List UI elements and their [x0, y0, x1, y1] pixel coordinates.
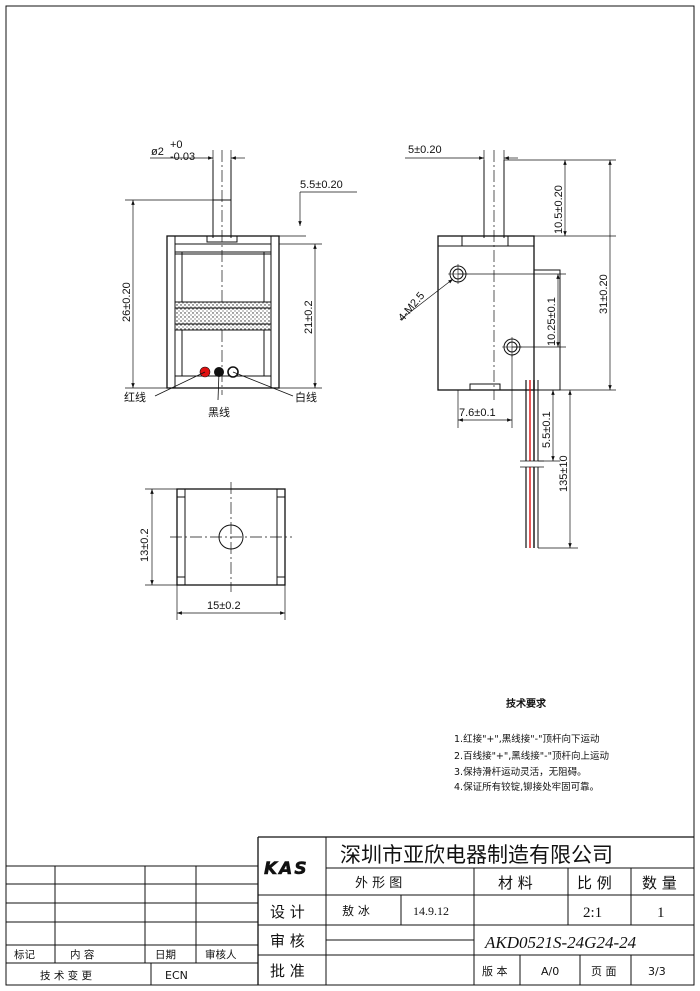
- dim-7-6: 7.6±0.1: [459, 407, 496, 419]
- company-name: 深圳市亚欣电器制造有限公司: [340, 843, 613, 867]
- dim-10-5: 10.5±0.20: [553, 185, 565, 234]
- dim-31: 31±0.20: [598, 274, 610, 314]
- drawing-type: 外 形 图: [355, 876, 402, 891]
- page-label: 页 面: [591, 965, 617, 978]
- rev-content-label: 内 容: [70, 948, 95, 961]
- designer-name: 敖 冰: [342, 903, 370, 918]
- dim-diameter: ø2: [151, 146, 164, 158]
- sheet-border: [5, 5, 695, 986]
- side-view: [437, 150, 561, 400]
- dim-13: 13±0.2: [139, 528, 151, 562]
- dim-15: 15±0.2: [207, 600, 241, 612]
- note-2: 2.百线接"+",黑线接"-"顶杆向上运动: [454, 750, 609, 762]
- design-label: 设 计: [270, 903, 305, 921]
- version-label: 版 本: [482, 964, 508, 978]
- dim-diameter-tol-dn: -0.03: [170, 151, 195, 163]
- black-wire-label: 黑线: [208, 405, 230, 419]
- red-wire-label: 红线: [124, 390, 146, 404]
- qty-label: 数 量: [642, 874, 677, 892]
- material-label: 材 料: [498, 874, 533, 892]
- approve-label: 批 准: [270, 962, 305, 980]
- dim-5-5: 5.5±0.20: [300, 179, 343, 191]
- front-view: [166, 150, 280, 395]
- rev-reviewer-label: 审核人: [205, 948, 237, 961]
- page-value: 3/3: [648, 965, 666, 978]
- note-4: 4.保证所有铰锭,铆接处牢固可靠。: [454, 781, 599, 793]
- dim-21: 21±0.2: [303, 300, 315, 334]
- note-3: 3.保持滑杆运动灵活，无阻碍。: [454, 766, 587, 778]
- note-1: 1.红接"+",黑线接"-"顶杆向下运动: [454, 733, 599, 745]
- rev-mark-label: 标记: [14, 949, 35, 961]
- dim-5-5b: 5.5±0.1: [541, 411, 553, 448]
- dim-26: 26±0.20: [121, 282, 133, 322]
- dim-5: 5±0.20: [408, 144, 442, 156]
- review-label: 审 核: [270, 932, 305, 950]
- title-block-grid: [6, 836, 694, 985]
- scale-label: 比 例: [577, 874, 612, 892]
- dim-10-25: 10.25±0.1: [546, 297, 558, 346]
- scale-value: 2:1: [583, 905, 602, 921]
- qty-value: 1: [657, 905, 665, 921]
- company-logo: KAS: [264, 859, 309, 879]
- dim-diameter-tol-up: +0: [170, 139, 183, 151]
- dim-m25: 4-M2.5: [396, 290, 427, 324]
- rev-change-label: 技 术 变 更: [40, 969, 93, 982]
- part-number: AKD0521S-24G24-24: [484, 933, 637, 952]
- rev-ecn-label: ECN: [165, 969, 188, 982]
- white-wire-label: 白线: [295, 390, 317, 404]
- design-date: 14.9.12: [413, 904, 449, 918]
- dim-135: 135±10: [558, 455, 570, 492]
- lead-wires: [520, 380, 544, 548]
- notes-title: 技术要求: [506, 697, 547, 710]
- rev-date-label: 日期: [155, 949, 176, 961]
- bottom-view: [170, 482, 292, 592]
- version-value: A/0: [541, 965, 559, 978]
